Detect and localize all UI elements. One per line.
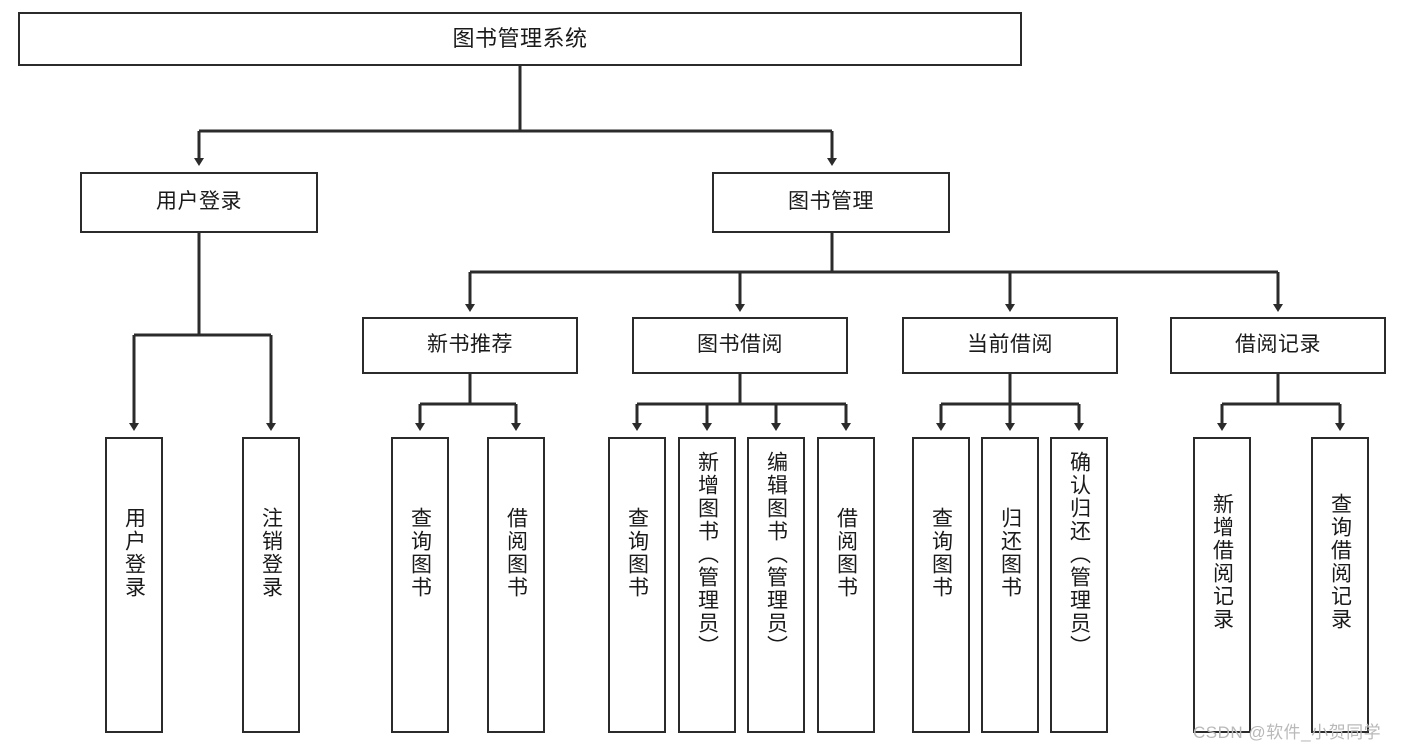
node-label: 确认归还（管理员） <box>1067 451 1091 658</box>
node-current-borrow[interactable]: 当前借阅 <box>902 317 1118 374</box>
node-label: 图书借阅 <box>697 333 783 357</box>
leaf-book-borrow-edit-book-admin[interactable]: 编辑图书（管理员） <box>747 437 805 733</box>
node-borrow-record[interactable]: 借阅记录 <box>1170 317 1386 374</box>
node-label: 借阅图书 <box>834 507 858 599</box>
leaf-new-book-query-book[interactable]: 查询图书 <box>391 437 449 733</box>
node-label: 图书管理系统 <box>452 26 588 52</box>
leaf-borrow-record-add-record[interactable]: 新增借阅记录 <box>1193 437 1251 733</box>
node-label: 图书管理 <box>788 190 874 214</box>
node-label: 注销登录 <box>259 507 283 599</box>
node-label: 查询图书 <box>929 507 953 599</box>
leaf-new-book-borrow-book[interactable]: 借阅图书 <box>487 437 545 733</box>
leaf-current-borrow-confirm-return-admin[interactable]: 确认归还（管理员） <box>1050 437 1108 733</box>
leaf-borrow-record-query-record[interactable]: 查询借阅记录 <box>1311 437 1369 733</box>
node-label: 新增图书（管理员） <box>695 451 719 658</box>
node-label: 当前借阅 <box>967 333 1053 357</box>
node-label: 用户登录 <box>156 190 242 214</box>
leaf-user-login-logout[interactable]: 注销登录 <box>242 437 300 733</box>
node-label: 新书推荐 <box>427 333 513 357</box>
node-label: 新增借阅记录 <box>1210 493 1234 631</box>
csdn-watermark: CSDN @软件_小贺同学 <box>1193 723 1382 742</box>
node-label: 借阅图书 <box>504 507 528 599</box>
node-label: 归还图书 <box>998 507 1022 599</box>
node-label: 查询借阅记录 <box>1328 493 1352 631</box>
node-root-book-management-system[interactable]: 图书管理系统 <box>18 12 1022 66</box>
leaf-book-borrow-borrow-book[interactable]: 借阅图书 <box>817 437 875 733</box>
node-new-book-recommend[interactable]: 新书推荐 <box>362 317 578 374</box>
node-label: 借阅记录 <box>1235 333 1321 357</box>
leaf-book-borrow-add-book-admin[interactable]: 新增图书（管理员） <box>678 437 736 733</box>
node-label: 查询图书 <box>408 507 432 599</box>
node-label: 查询图书 <box>625 507 649 599</box>
node-book-borrow[interactable]: 图书借阅 <box>632 317 848 374</box>
leaf-current-borrow-query-book[interactable]: 查询图书 <box>912 437 970 733</box>
node-label: 用户登录 <box>122 507 146 599</box>
node-user-login[interactable]: 用户登录 <box>80 172 318 233</box>
leaf-book-borrow-query-book[interactable]: 查询图书 <box>608 437 666 733</box>
leaf-current-borrow-return-book[interactable]: 归还图书 <box>981 437 1039 733</box>
node-label: 编辑图书（管理员） <box>764 451 788 658</box>
leaf-user-login-login[interactable]: 用户登录 <box>105 437 163 733</box>
node-book-management[interactable]: 图书管理 <box>712 172 950 233</box>
